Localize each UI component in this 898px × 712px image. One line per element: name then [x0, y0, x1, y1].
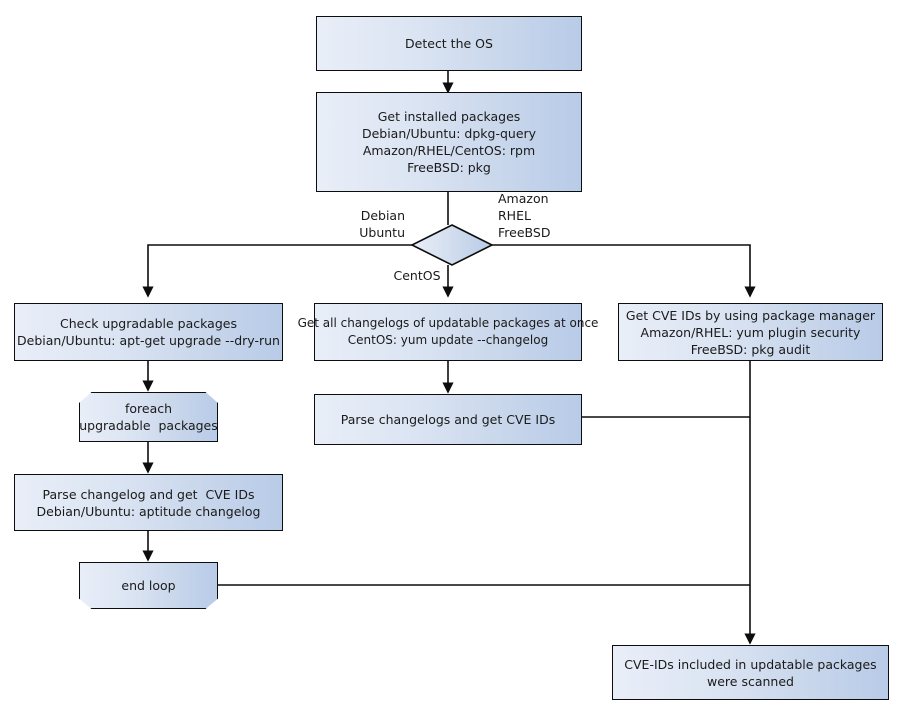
edge-label-centos: CentOS	[393, 268, 441, 283]
node-result-cve-ids-scanned[interactable]: CVE-IDs included in updatable packages w…	[612, 645, 889, 700]
node-detect-os-label: Detect the OS	[405, 36, 493, 51]
node-end-loop-label: end loop	[121, 578, 176, 593]
node-os-decision[interactable]	[410, 223, 494, 267]
node-get-cve-ids-package-manager-label: Get CVE IDs by using package manager Ama…	[625, 307, 876, 357]
node-get-all-changelogs[interactable]: Get all changelogs of updatable packages…	[298, 303, 598, 361]
node-detect-os[interactable]: Detect the OS	[316, 16, 582, 71]
node-get-all-changelogs-label: Get all changelogs of updatable packages…	[297, 316, 599, 347]
node-end-loop[interactable]: end loop	[79, 562, 218, 609]
node-foreach-upgradable-packages-label: foreach upgradable packages	[79, 401, 218, 433]
node-parse-changelogs-get-cve-ids[interactable]: Parse changelogs and get CVE IDs	[314, 394, 582, 445]
node-parse-changelogs-get-cve-ids-label: Parse changelogs and get CVE IDs	[340, 412, 556, 427]
node-get-cve-ids-package-manager[interactable]: Get CVE IDs by using package manager Ama…	[618, 303, 883, 361]
node-parse-changelog-get-cve-ids-label: Parse changelog and get CVE IDs Debian/U…	[36, 486, 261, 519]
node-get-installed-packages-label: Get installed packages Debian/Ubuntu: dp…	[361, 109, 537, 175]
node-check-upgradable-packages[interactable]: Check upgradable packages Debian/Ubuntu:…	[14, 303, 283, 361]
node-parse-changelog-get-cve-ids[interactable]: Parse changelog and get CVE IDs Debian/U…	[14, 474, 283, 531]
edge-decision-right	[492, 244, 756, 298]
node-get-installed-packages[interactable]: Get installed packages Debian/Ubuntu: dp…	[316, 92, 582, 192]
edge-label-debian-ubuntu: Debian Ubuntu	[359, 208, 405, 240]
node-result-cve-ids-scanned-label: CVE-IDs included in updatable packages w…	[624, 656, 877, 689]
edge-decision-left	[142, 244, 412, 298]
node-check-upgradable-packages-label: Check upgradable packages Debian/Ubuntu:…	[17, 316, 280, 348]
node-foreach-upgradable-packages[interactable]: foreach upgradable packages	[79, 392, 218, 442]
edge-label-amazon-rhel-freebsd: Amazon RHEL FreeBSD	[498, 191, 551, 240]
